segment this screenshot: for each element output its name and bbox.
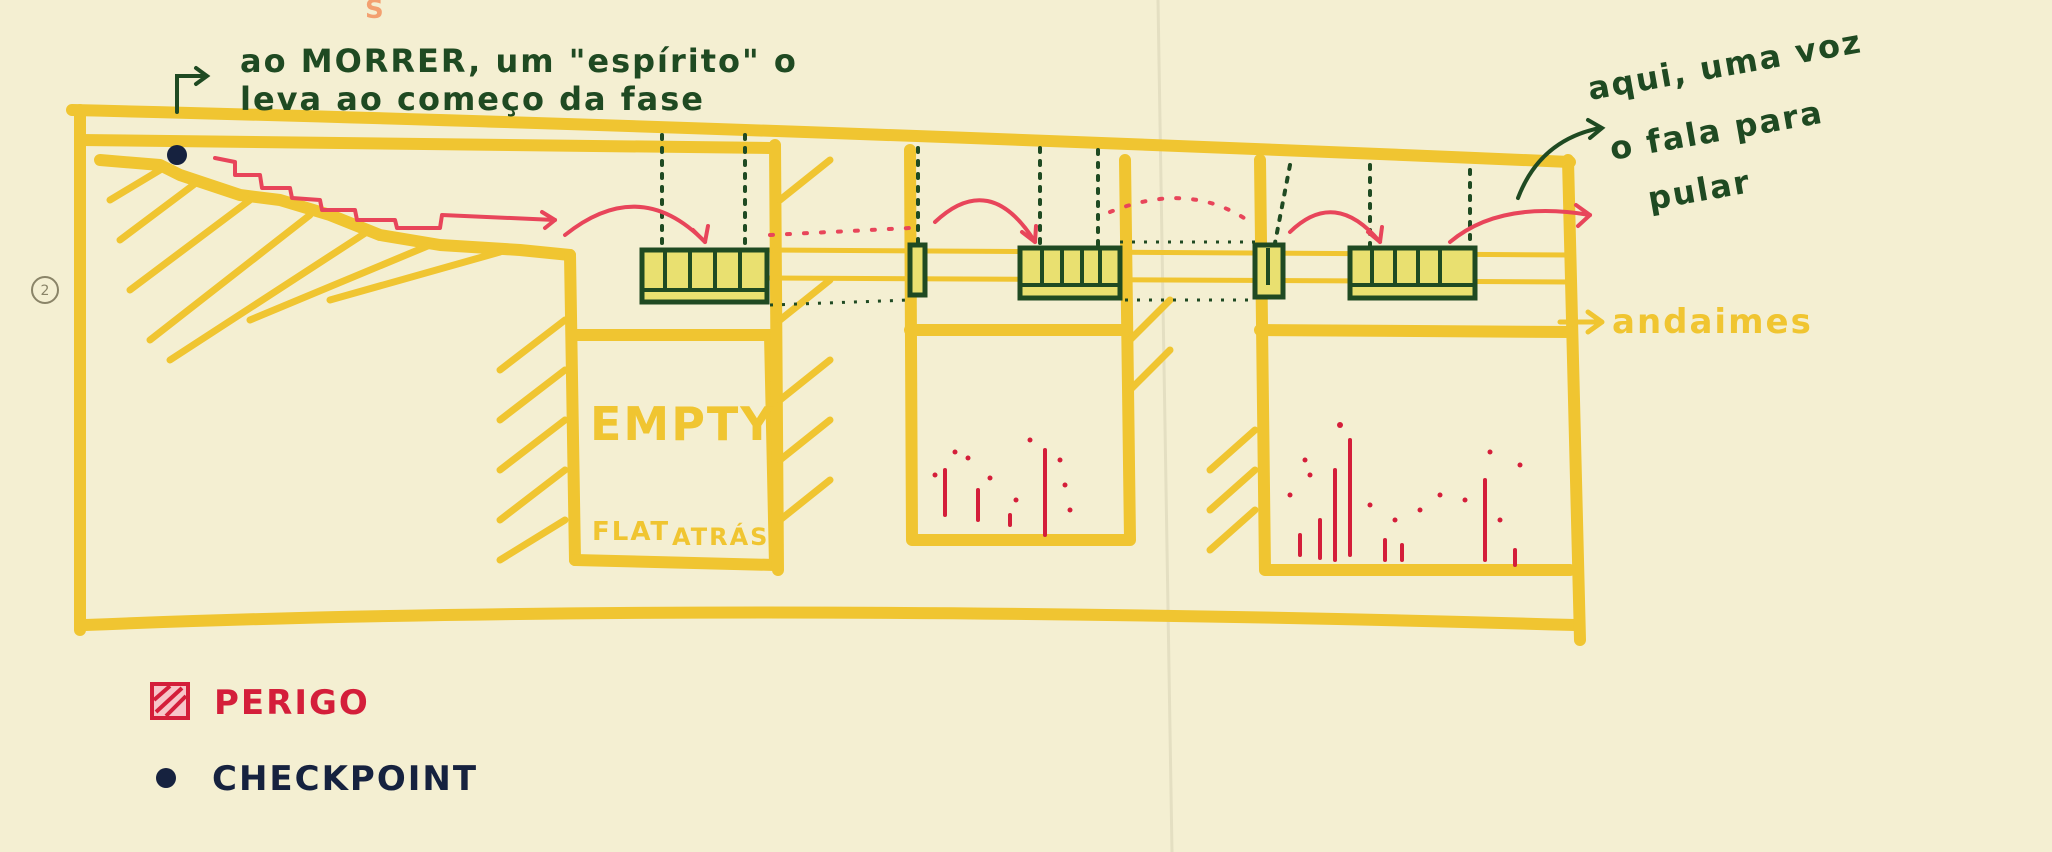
voice-note-arrow: [1516, 118, 1606, 200]
page-number: 2: [31, 276, 59, 304]
platform-2: [907, 242, 928, 298]
start-ledge: [94, 154, 576, 261]
page-number-text: 2: [41, 283, 50, 299]
pit-label-empty: EMPTY: [590, 397, 776, 451]
checkpoint-legend-icon: [156, 768, 176, 788]
jump-arrow-2: [1020, 224, 1038, 244]
path-arrow-1: [540, 210, 557, 230]
scaffold-arrow: [1557, 309, 1605, 335]
right-wall: [1562, 154, 1586, 646]
scaffold-label: andaimes: [1612, 302, 1813, 342]
pit-label-flat: FLAT: [592, 517, 670, 547]
jump-arrow-1: [691, 224, 710, 244]
paper-fold: [1156, 0, 1174, 852]
platform-3: [1017, 245, 1123, 301]
floor: [79, 606, 1581, 631]
pit-3: [1254, 154, 1576, 576]
jump-arc-1: [563, 204, 707, 244]
spike-dots: [932, 422, 1523, 523]
ledge-drop: [564, 249, 581, 566]
level-structure: [66, 104, 1605, 646]
player-path-dotted: [768, 196, 1252, 237]
player-path: [213, 156, 1592, 244]
danger-legend-label: PERIGO: [214, 683, 370, 723]
scaffold-platforms: [639, 242, 1478, 305]
jump-arc-2: [933, 198, 1037, 244]
pit-label-atras: ATRÁS: [672, 522, 769, 551]
jump-arc-3: [1288, 210, 1382, 244]
jump-arrow-4: [1574, 203, 1592, 228]
pit-3-top: [1254, 324, 1576, 338]
death-note-line-1: ao MORRER, um "espírito" o: [240, 42, 798, 80]
checkpoint-marker: [167, 145, 187, 165]
platform-5: [1347, 245, 1478, 301]
pillar-1: [769, 139, 784, 576]
voice-note-line-2: o fala para: [1607, 93, 1827, 168]
scaffold-connections: [769, 240, 1255, 307]
voice-note-line-1: aqui, uma voz: [1585, 22, 1865, 108]
voice-note-line-3: pular: [1645, 162, 1754, 217]
danger-hatching: [106, 156, 1259, 564]
jump-arc-4: [1448, 209, 1592, 244]
ceiling: [66, 104, 1576, 168]
ceiling-inner: [74, 134, 776, 154]
platform-1: [639, 247, 770, 305]
jump-arrow-3: [1366, 225, 1384, 244]
platform-slats: [642, 248, 1475, 292]
path-stairs: [213, 156, 557, 230]
pit-2: [904, 144, 1136, 546]
spikes: [943, 438, 1517, 567]
death-note-arrow: [175, 66, 211, 114]
checkpoint-legend-label: CHECKPOINT: [212, 759, 478, 799]
legend: PERIGO CHECKPOINT: [150, 682, 478, 799]
danger-legend-icon: [150, 682, 190, 720]
top-mark: S: [365, 0, 386, 25]
death-note-line-2: leva ao começo da fase: [240, 80, 705, 118]
